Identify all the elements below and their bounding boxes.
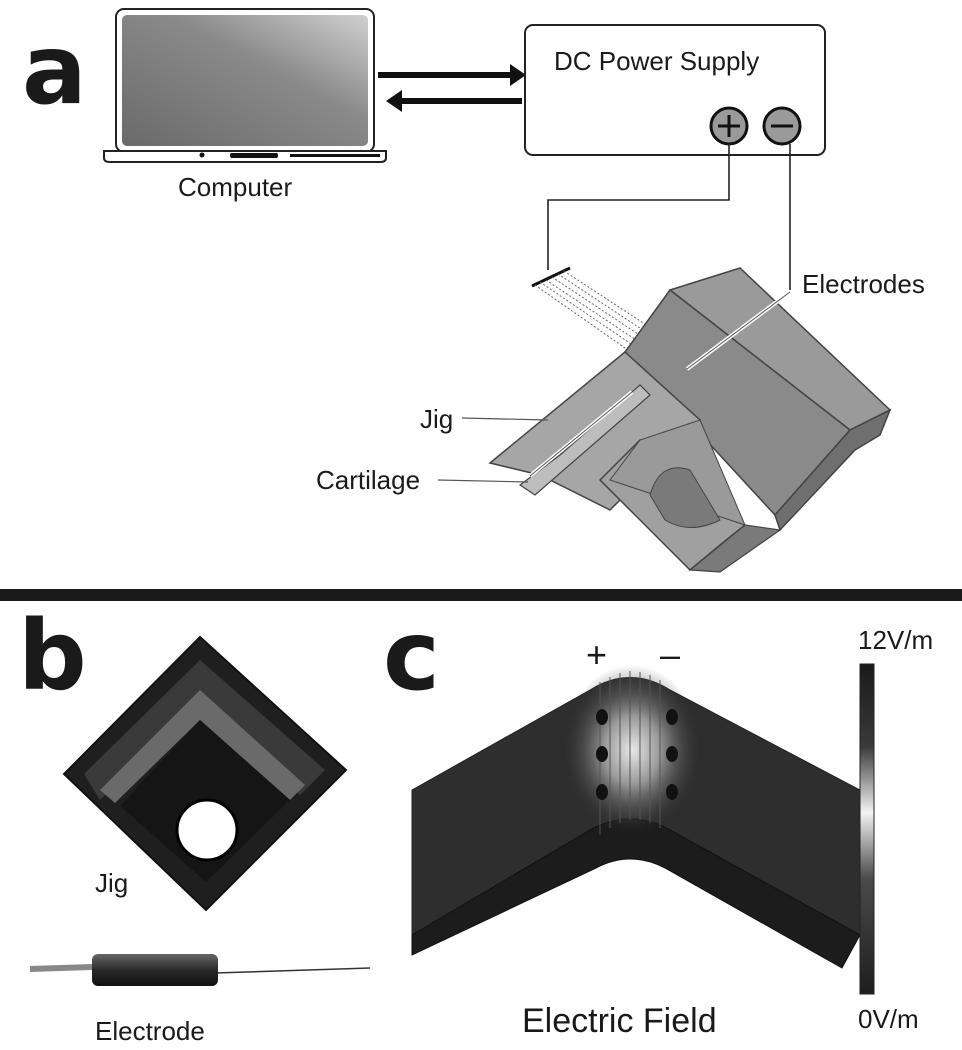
jig-label-a: Jig	[420, 404, 454, 434]
panel-a-letter: a	[22, 14, 87, 126]
scale-max-label: 12V/m	[858, 625, 934, 655]
electrodes-label: Electrodes	[802, 269, 925, 299]
electric-field-caption: Electric Field	[522, 1002, 717, 1040]
jig-photo	[62, 635, 348, 912]
computer-icon	[103, 8, 387, 163]
minus-electrode-label: –	[660, 634, 681, 675]
plus-electrode-label: +	[586, 634, 608, 675]
data-link-arrows	[378, 64, 526, 112]
panel-c-letter: c	[383, 600, 440, 712]
jig-3d-model	[488, 267, 892, 573]
positive-terminal-icon	[709, 106, 749, 146]
cartilage-label: Cartilage	[316, 465, 421, 495]
field-color-scale	[859, 663, 875, 995]
positive-wire	[547, 144, 730, 270]
electrode-projection-lines	[534, 270, 661, 356]
scale-min-label: 0V/m	[858, 1004, 919, 1034]
panel-divider	[0, 589, 962, 601]
jig-label-b: Jig	[95, 868, 129, 898]
power-supply-label: DC Power Supply	[554, 46, 760, 76]
v-block-model	[411, 665, 861, 969]
computer-label: Computer	[178, 172, 293, 202]
electrode-label: Electrode	[95, 1016, 205, 1046]
panel-a-diagram	[103, 8, 892, 573]
electrode-photo	[29, 954, 371, 986]
panel-b-letter: b	[18, 600, 87, 712]
negative-terminal-icon	[762, 106, 802, 146]
power-supply-box	[524, 24, 826, 156]
